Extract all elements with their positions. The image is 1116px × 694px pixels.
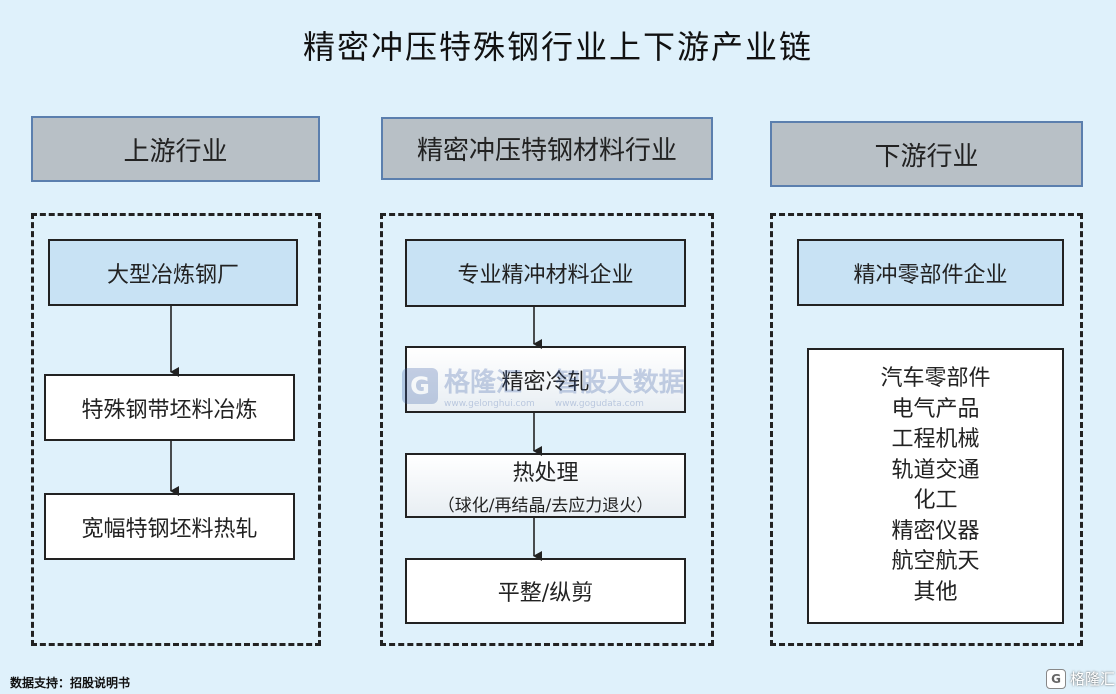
list-item: 精密仪器 (891, 518, 980, 544)
cold-rolling-label: 精密冷轧 (501, 369, 590, 395)
header-downstream: 下游行业 (770, 121, 1083, 187)
header-midstream: 精密冲压特钢材料行业 (381, 117, 713, 180)
watermark-brand-url: www.gelonghui.com (444, 399, 535, 409)
list-item: 轨道交通 (891, 457, 980, 483)
leveling-label: 平整/纵剪 (497, 581, 594, 606)
heat-treatment-sub: （球化/再结晶/去应力退火） (437, 496, 654, 516)
corner-logo-icon: G (1046, 668, 1066, 689)
upstream-container (31, 213, 321, 646)
corner-logo: G 格隆汇 (1046, 668, 1115, 689)
midstream-step-cold-rolling: 精密冷轧 (405, 346, 686, 413)
list-item: 化工 (913, 488, 958, 513)
downstream-application-list: 汽车零部件 电气产品 工程机械 轨道交通 化工 精密仪器 航空航天 其他 (807, 348, 1064, 624)
watermark: G 格隆汇 www.gelonghui.com 智股大数据 www.goguda… (402, 362, 685, 409)
upstream-step-1: 特殊钢带坯料冶炼 (44, 374, 295, 441)
midstream-top-box: 专业精冲材料企业 (405, 239, 686, 307)
list-item: 电气产品 (891, 396, 980, 422)
midstream-step-heat-treatment: 热处理 （球化/再结晶/去应力退火） (405, 453, 686, 518)
source-note: 数据支持：招股说明书 (10, 676, 131, 690)
list-item: 其他 (913, 579, 958, 605)
upstream-step-2: 宽幅特钢坯料热轧 (44, 493, 295, 560)
midstream-container (380, 213, 714, 646)
downstream-top-box: 精冲零部件企业 (797, 239, 1064, 306)
header-upstream: 上游行业 (31, 116, 320, 182)
list-item: 航空航天 (891, 549, 980, 574)
list-item: 工程机械 (891, 427, 980, 452)
watermark-brand: 格隆汇 (444, 368, 523, 398)
watermark-logo-icon: G (402, 367, 438, 404)
watermark-brand2-url: www.gogudata.com (554, 399, 644, 409)
watermark-brand2: 智股大数据 (554, 368, 685, 398)
page-title: 精密冲压特殊钢行业上下游产业链 (302, 28, 813, 66)
heat-treatment-label: 热处理 (512, 461, 579, 486)
corner-logo-text: 格隆汇 (1070, 670, 1116, 688)
list-item: 汽车零部件 (880, 366, 991, 391)
downstream-container (770, 213, 1083, 646)
upstream-top-box: 大型冶炼钢厂 (48, 239, 298, 306)
midstream-step-leveling: 平整/纵剪 (405, 558, 686, 624)
